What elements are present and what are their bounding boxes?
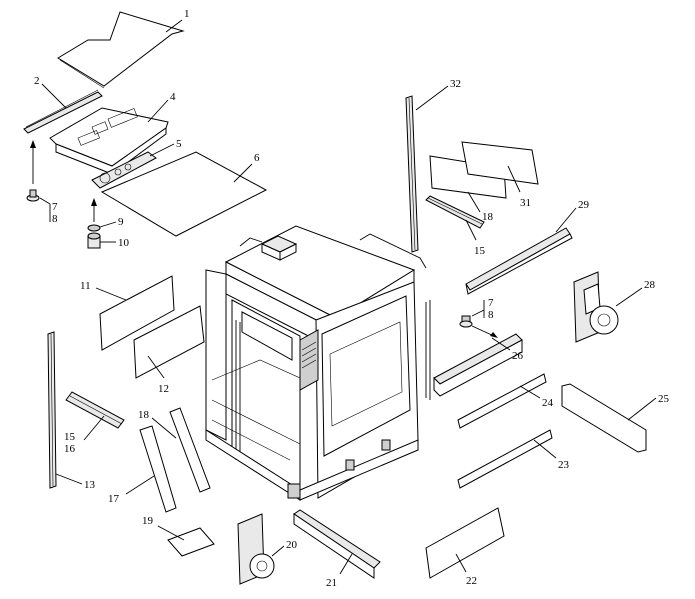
label-10: 10 (118, 237, 130, 249)
label-18-right: 18 (482, 211, 494, 223)
part-26-angle-rail: 26 (433, 333, 524, 397)
label-32: 32 (450, 78, 461, 90)
part-11-side-panel: 11 (80, 275, 175, 351)
label-6: 6 (254, 152, 260, 164)
fastener-7-8-left: 7 8 (26, 140, 58, 225)
label-21: 21 (326, 577, 337, 589)
label-18-left: 18 (138, 409, 150, 421)
label-9: 9 (118, 216, 124, 228)
part-1-roof-liner: 1 (57, 8, 190, 89)
label-5: 5 (176, 138, 182, 150)
label-13: 13 (84, 479, 96, 491)
fastener-7-8-right: 7 8 (459, 297, 498, 338)
label-11: 11 (80, 280, 91, 292)
label-23: 23 (558, 459, 570, 471)
cab-assembly (205, 225, 431, 501)
part-17-glass-panel: 17 (108, 425, 177, 513)
part-23-strip: 23 (457, 429, 570, 489)
part-2-rail: 2 (23, 75, 103, 134)
label-7-left: 7 (52, 201, 58, 213)
label-2: 2 (34, 75, 40, 87)
part-15-bracket-right: 15 (425, 195, 486, 257)
label-17: 17 (108, 493, 120, 505)
label-1: 1 (184, 8, 190, 20)
part-18-glass-panel-left: 18 (138, 407, 211, 493)
label-28: 28 (644, 279, 656, 291)
label-7-right: 7 (488, 297, 494, 309)
part-29-long-rail: 29 (465, 199, 590, 295)
part-5-gauge-plate: 5 (91, 138, 182, 189)
part-21-lower-rail: 21 (293, 509, 381, 589)
label-20: 20 (286, 539, 298, 551)
part-4-instrument-tray: 4 (49, 91, 176, 175)
part-9-10-nut-bolt: 9 10 (87, 198, 130, 249)
label-16: 16 (64, 443, 76, 455)
part-24-strip: 24 (457, 373, 554, 429)
part-13-vertical-post: 13 (47, 331, 96, 491)
label-4: 4 (170, 91, 176, 103)
part-19-small-plate: 19 (142, 515, 215, 557)
part-32-tall-post: 32 (405, 78, 461, 253)
part-20-blower: 20 (237, 513, 298, 585)
label-22: 22 (466, 575, 477, 587)
part-28-blower: 28 (573, 271, 656, 343)
label-19: 19 (142, 515, 154, 527)
label-8-right: 8 (488, 309, 494, 321)
part-22-floor-panel: 22 (425, 507, 505, 587)
label-15-left: 15 (64, 431, 76, 443)
part-25-side-plate: 25 (561, 383, 670, 453)
label-12: 12 (158, 383, 169, 395)
label-26: 26 (512, 350, 524, 362)
label-29: 29 (578, 199, 590, 211)
label-8-left: 8 (52, 213, 58, 225)
label-24: 24 (542, 397, 554, 409)
part-6-floor-plate: 6 (100, 151, 268, 237)
part-31-panel: 31 (461, 141, 539, 209)
label-25: 25 (658, 393, 670, 405)
label-15-right: 15 (474, 245, 486, 257)
label-31: 31 (520, 197, 531, 209)
part-15-16-bracket: 15 16 (64, 391, 125, 455)
part-12-side-panel: 12 (133, 305, 205, 395)
